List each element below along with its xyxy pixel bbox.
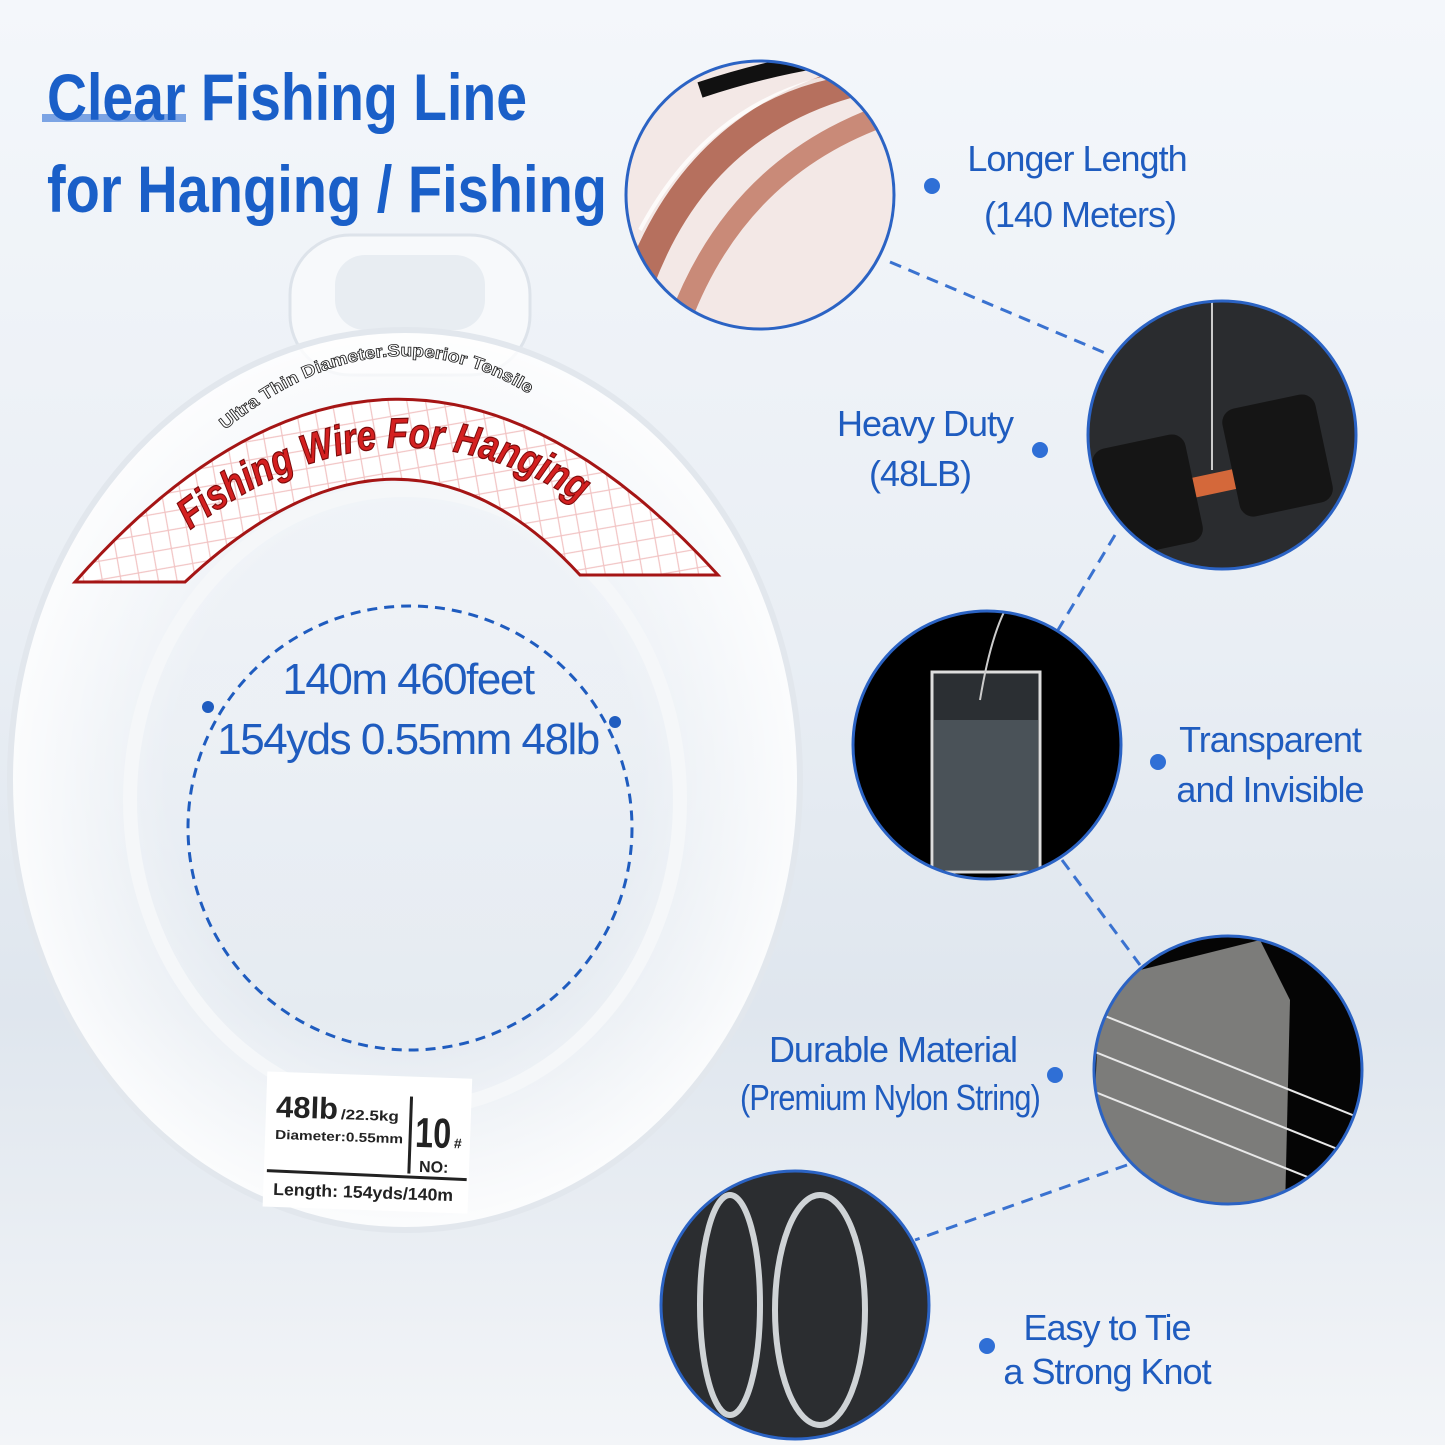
title-line-1: Clear Fishing Line (47, 60, 527, 134)
feature-detail: (140 Meters) (984, 194, 1176, 235)
spec-line-2: 154yds 0.55mm 48lb (217, 715, 598, 764)
label-strength: 48lb (276, 1091, 339, 1126)
photo-spool-closeup (624, 59, 896, 331)
feature-detail: a Strong Knot (1003, 1351, 1211, 1392)
dot (202, 701, 214, 713)
feature-title: Durable Material (769, 1029, 1017, 1070)
dot (609, 716, 621, 728)
feature-detail: (Premium Nylon String) (740, 1077, 1040, 1118)
photo-carbon-loops (659, 1169, 931, 1441)
connector-lines (889, 260, 1142, 1242)
title-line-2: for Hanging / Fishing (47, 152, 607, 226)
feature-title: Easy to Tie (1023, 1307, 1190, 1348)
feature-easy-knot: Easy to Tie a Strong Knot (979, 1307, 1213, 1392)
spool-label-band (71, 397, 722, 584)
feature-title: Transparent (1179, 719, 1362, 760)
feature-detail: and Invisible (1176, 769, 1363, 810)
label-kg: /22.5kg (341, 1106, 400, 1124)
feature-transparent: Transparent and Invisible (1150, 719, 1365, 810)
label-no: NO: (419, 1159, 449, 1177)
feature-title: Longer Length (967, 138, 1186, 179)
dashed-ring (186, 604, 634, 1052)
spec-sticker: 48lb /22.5kg Diameter:0.55mm 10 # NO: Le… (262, 1071, 473, 1214)
label-number-mark: # (454, 1135, 463, 1151)
spec-line-1: 140m 460feet (282, 655, 534, 704)
label-number: 10 (414, 1109, 452, 1157)
label-diameter: Diameter:0.55mm (275, 1127, 403, 1146)
feature-heavy-duty: Heavy Duty (48LB) (837, 403, 1048, 494)
feature-detail: (48LB) (869, 453, 971, 494)
feature-durable: Durable Material (Premium Nylon String) (740, 1029, 1063, 1118)
feature-title: Heavy Duty (837, 403, 1014, 444)
feature-longer-length: Longer Length (140 Meters) (924, 138, 1188, 235)
fishing-line-spool: Ultra Thin Diameter.Superior Tensile Fis… (7, 233, 803, 1233)
photo-dumbbell-hanging (1086, 299, 1358, 571)
photo-rock-with-line (1092, 934, 1364, 1206)
photo-glass-of-water (851, 609, 1123, 881)
